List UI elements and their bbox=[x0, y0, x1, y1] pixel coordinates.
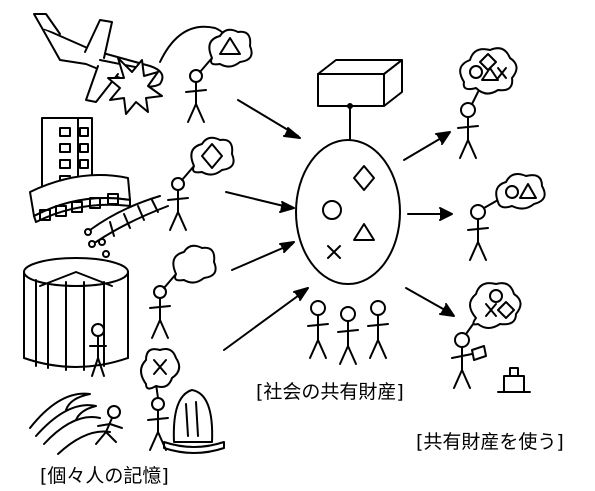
thought-bubble-icon bbox=[181, 136, 235, 181]
circle-symbol bbox=[505, 185, 519, 199]
waves-icon bbox=[29, 392, 111, 455]
person-icon bbox=[185, 69, 207, 123]
thought-bubble-icon bbox=[483, 173, 546, 210]
arrow-icon bbox=[405, 287, 455, 317]
person-icon bbox=[89, 323, 107, 377]
diamond-symbol bbox=[201, 143, 223, 169]
shared-memory-ellipse bbox=[295, 139, 401, 285]
explosion-icon bbox=[107, 57, 163, 115]
building-icon bbox=[29, 117, 131, 223]
cross-symbol bbox=[327, 245, 341, 259]
thought-bubble-icon bbox=[459, 47, 518, 105]
railway-track-icon bbox=[84, 195, 169, 258]
arrow-icon bbox=[407, 207, 453, 221]
thought-bubble-icon bbox=[163, 244, 217, 289]
triangle-symbol bbox=[353, 223, 375, 241]
label-social-shared-property: [社会の共有財産] bbox=[256, 381, 404, 403]
diamond-symbol bbox=[353, 165, 375, 191]
person-icon bbox=[337, 306, 359, 365]
triangle-symbol bbox=[519, 183, 537, 199]
box-icon bbox=[317, 59, 403, 145]
revolving-door-icon bbox=[23, 257, 129, 371]
arrow-icon bbox=[237, 99, 301, 139]
person-icon bbox=[149, 285, 171, 339]
person-icon bbox=[95, 405, 123, 445]
label-use-shared-property: [共有財産を使う] bbox=[416, 431, 564, 453]
thought-bubble-icon bbox=[465, 282, 522, 335]
diamond-symbol bbox=[497, 301, 515, 319]
arrow-icon bbox=[223, 287, 309, 351]
arrow-icon bbox=[231, 241, 295, 271]
thought-bubble-icon bbox=[199, 28, 253, 73]
arrow-icon bbox=[225, 191, 295, 213]
triangle-symbol bbox=[219, 37, 241, 55]
person-icon bbox=[467, 204, 489, 261]
circle-symbol bbox=[489, 289, 503, 303]
thought-bubble-icon bbox=[140, 348, 181, 399]
person-icon bbox=[167, 177, 189, 231]
cross-symbol bbox=[497, 67, 507, 79]
triangle-symbol bbox=[481, 67, 499, 81]
person-icon bbox=[451, 332, 487, 389]
circle-symbol bbox=[322, 200, 342, 220]
arrow-icon bbox=[403, 131, 451, 161]
cross-symbol bbox=[485, 303, 497, 317]
person-icon bbox=[457, 102, 479, 159]
circle-symbol bbox=[469, 65, 483, 79]
stone-monument-icon bbox=[163, 389, 225, 454]
label-individual-memory: [個々人の記憶] bbox=[40, 465, 169, 487]
person-icon bbox=[367, 300, 389, 359]
hut-icon bbox=[497, 367, 531, 393]
cross-symbol bbox=[153, 359, 167, 375]
person-icon bbox=[307, 300, 329, 359]
